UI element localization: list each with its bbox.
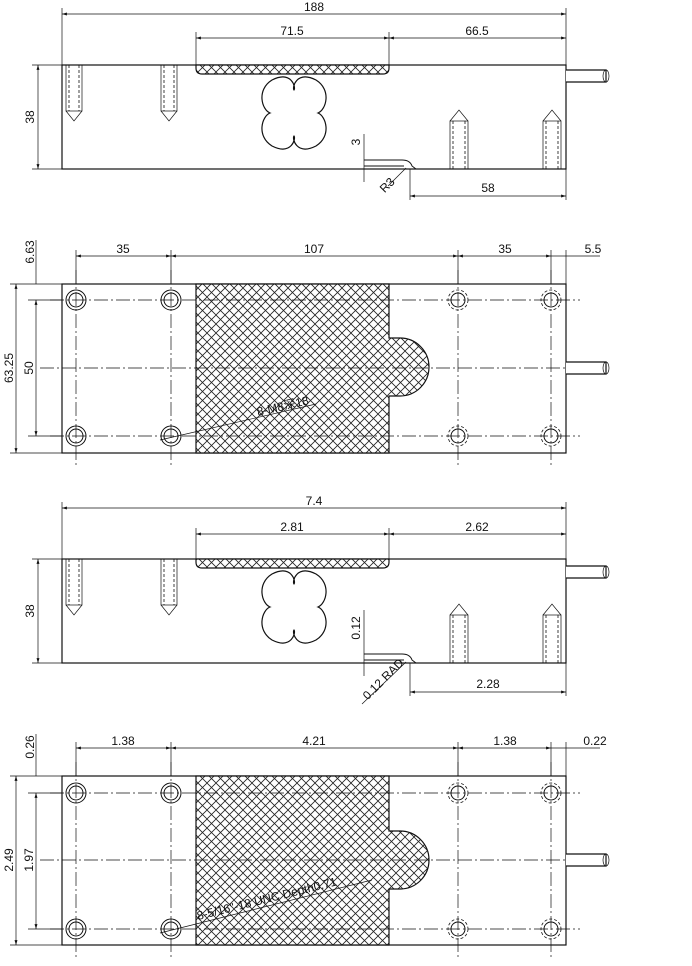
top-view-imperial	[10, 734, 610, 958]
dim-right-edge: 5.5	[585, 242, 602, 256]
hatched-top-strip	[195, 64, 390, 75]
bolt-hole-right-1	[449, 603, 469, 664]
thread-hole-3	[65, 425, 87, 447]
bolt-hole-right-2	[542, 109, 562, 170]
cable	[566, 565, 607, 579]
dim-overall-width: 63.25	[2, 353, 16, 383]
thread-hole-3	[65, 918, 87, 940]
dim-gap-offset: 2.28	[476, 677, 500, 691]
bolt-hole-left-1	[65, 64, 83, 122]
thread-hole-8	[540, 918, 562, 940]
dim-overall-width: 2.49	[2, 848, 16, 872]
bolt-hole-right-2	[542, 603, 562, 664]
thread-hole-5	[447, 289, 469, 311]
dim-right-offset: 66.5	[465, 24, 489, 38]
dim-right-offset: 2.62	[465, 520, 489, 534]
hatched-top-strip	[195, 558, 390, 569]
thread-hole-4	[160, 918, 182, 940]
dim-right-edge: 0.22	[583, 734, 607, 748]
hatched-region	[195, 283, 430, 454]
thread-hole-7	[447, 425, 469, 447]
dim-overall-length: 7.4	[306, 494, 323, 508]
dim-hole-spacing-right: 1.38	[493, 734, 517, 748]
dim-hole-row-spacing: 1.97	[22, 848, 36, 872]
cable	[566, 853, 607, 867]
dim-middle-span: 4.21	[302, 734, 326, 748]
top-view-metric	[10, 240, 610, 466]
thread-hole-2	[160, 782, 182, 804]
dim-hole-spacing-left: 35	[116, 242, 130, 256]
side-view-imperial	[32, 502, 610, 705]
dim-overall-length: 188	[304, 0, 324, 14]
thread-hole-5	[447, 782, 469, 804]
dim-middle-span: 107	[304, 242, 324, 256]
cable	[566, 69, 607, 83]
bolt-hole-left-1	[65, 558, 83, 616]
clover-cutout	[261, 570, 327, 644]
bolt-hole-left-2	[160, 64, 178, 122]
thread-hole-8	[540, 425, 562, 447]
dim-hole-spacing-right: 35	[498, 242, 512, 256]
dim-gap: 3	[349, 138, 363, 145]
dim-gap-offset: 58	[481, 181, 495, 195]
dim-height: 38	[23, 604, 37, 618]
gap-slot	[364, 159, 417, 170]
dim-radius: R3	[377, 175, 398, 196]
gap-slot	[364, 653, 417, 664]
dim-gap: 0.12	[349, 616, 363, 640]
thread-hole-6	[540, 782, 562, 804]
bolt-hole-right-1	[449, 109, 469, 170]
clover-cutout	[261, 76, 327, 150]
thread-hole-1	[65, 289, 87, 311]
thread-hole-7	[447, 918, 469, 940]
dim-hatch-width: 71.5	[280, 24, 304, 38]
dim-top-edge: 0.26	[23, 735, 37, 759]
dim-height: 38	[23, 110, 37, 124]
thread-hole-1	[65, 782, 87, 804]
side-view-metric	[32, 8, 610, 200]
bolt-hole-left-2	[160, 558, 178, 616]
thread-hole-2	[160, 289, 182, 311]
dim-hole-row-spacing: 50	[22, 361, 36, 375]
dim-top-edge: 6.63	[23, 240, 37, 264]
dim-hole-spacing-left: 1.38	[111, 734, 135, 748]
thread-hole-6	[540, 289, 562, 311]
cable	[566, 361, 607, 375]
dim-hatch-width: 2.81	[280, 520, 304, 534]
hatched-region	[195, 775, 430, 946]
